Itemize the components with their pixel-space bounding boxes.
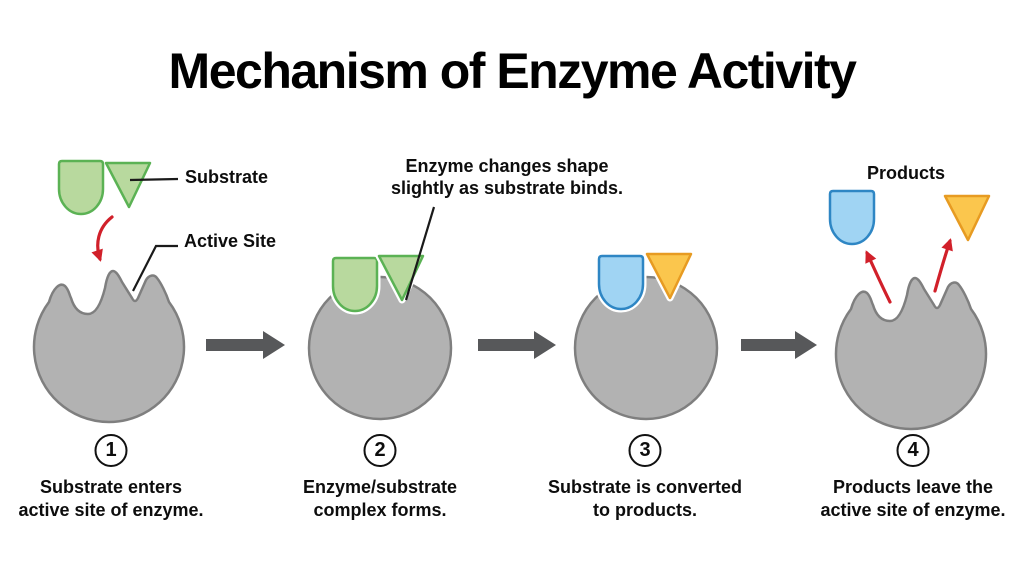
flow-arrow-3-icon — [741, 331, 817, 359]
stage-4-number-badge: 4 — [896, 434, 930, 467]
stage-1-caption-line2: active site of enzyme. — [18, 499, 204, 520]
stage-4-caption-line2: active site of enzyme. — [820, 499, 1006, 520]
stage-4-caption-line1: Products leave the — [832, 477, 994, 497]
stage-2-caption: Enzyme/substrate complex forms. — [303, 476, 457, 521]
flow-arrow-1-icon — [206, 331, 285, 359]
shape-change-leader-line — [404, 206, 436, 301]
stage-3-number-badge: 3 — [628, 434, 662, 467]
stage-3-graphics — [573, 254, 719, 421]
stage-2-number-badge: 2 — [363, 434, 397, 467]
shape-change-note-line2: slightly as substrate binds. — [390, 177, 624, 198]
product-release-arrow-right-icon — [933, 238, 953, 293]
enzyme-shape-4 — [834, 276, 988, 431]
page-title: Mechanism of Enzyme Activity — [168, 43, 857, 99]
substrate-leader-line — [129, 177, 179, 182]
active-site-leader-line — [132, 244, 178, 292]
shape-change-note-line1: Enzyme changes shape — [405, 156, 609, 176]
product-release-arrow-left-icon — [865, 250, 892, 304]
product-u-shape-4 — [828, 189, 876, 246]
substrate-u-shape-1 — [57, 159, 105, 216]
stage-3-caption-line1: Substrate is converted — [547, 477, 743, 497]
substrate-u-shape-2 — [331, 256, 379, 313]
stage-1-number-badge: 1 — [94, 434, 128, 467]
stage-1-caption: Substrate enters active site of enzyme. — [18, 476, 203, 521]
substrate-entry-arrow-icon — [91, 215, 114, 262]
products-label: Products — [866, 163, 946, 183]
substrate-triangle-shape-1 — [104, 161, 152, 209]
stage-3-caption-line2: to products. — [593, 499, 697, 520]
active-site-label: Active Site — [184, 231, 277, 251]
enzyme-shape-2 — [307, 275, 453, 421]
product-u-shape-3 — [597, 254, 645, 311]
substrate-label: Substrate — [185, 167, 269, 187]
stage-1-caption-line1: Substrate enters — [39, 477, 183, 497]
stage-1-graphics — [32, 159, 186, 424]
stage-2-caption-line1: Enzyme/substrate — [302, 477, 458, 497]
shape-change-note: Enzyme changes shape slightly as substra… — [391, 156, 623, 200]
stage-4-graphics — [828, 189, 991, 431]
enzyme-shape-3 — [573, 275, 719, 421]
stage-4-caption: Products leave the active site of enzyme… — [820, 476, 1005, 521]
stage-2-caption-line2: complex forms. — [313, 499, 447, 520]
stage-3-caption: Substrate is converted to products. — [548, 476, 742, 521]
enzyme-shape-1 — [32, 269, 186, 424]
flow-arrow-2-icon — [478, 331, 556, 359]
stage-2-graphics — [307, 206, 453, 421]
product-triangle-shape-4 — [943, 194, 991, 242]
